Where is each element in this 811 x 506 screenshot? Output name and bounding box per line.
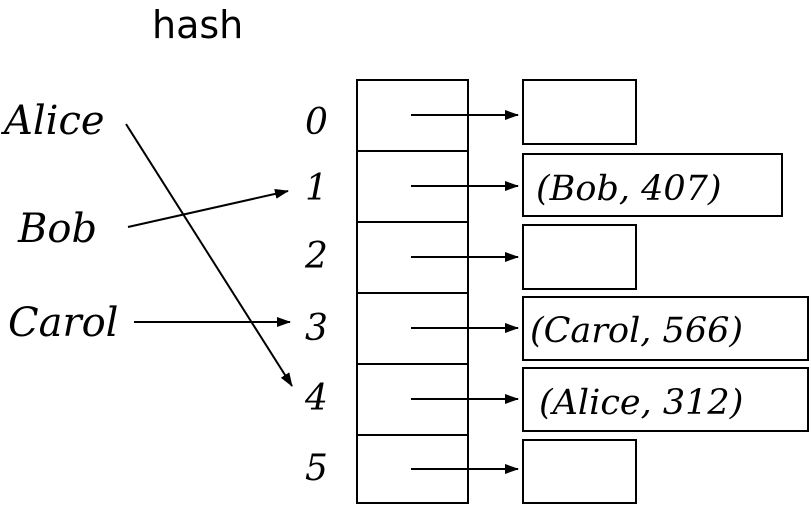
- key-bob: Bob: [17, 206, 97, 252]
- entry-text-4: (Alice, 312): [539, 383, 743, 423]
- entry-box-1: [522, 153, 783, 217]
- entry-box-3: [522, 296, 809, 361]
- entry-box-4: [522, 367, 809, 432]
- index-label-1: 1: [305, 168, 328, 209]
- index-label-4: 4: [304, 378, 328, 419]
- diagram-title: hash: [152, 3, 243, 47]
- index-label-0: 0: [305, 102, 328, 143]
- entry-text-1: (Bob, 407): [536, 169, 722, 209]
- entry-box-5: [522, 439, 637, 504]
- entry-box-2: [522, 224, 637, 290]
- arrow-alice-to-4: [125, 123, 293, 387]
- entry-text-3: (Carol, 566): [530, 311, 743, 351]
- arrow-bob-to-1: [127, 188, 289, 228]
- index-label-3: 3: [305, 308, 328, 349]
- index-label-2: 2: [304, 236, 328, 277]
- key-alice: Alice: [0, 98, 105, 144]
- key-carol: Carol: [8, 300, 118, 346]
- index-label-5: 5: [305, 448, 328, 489]
- entry-box-0: [522, 79, 637, 145]
